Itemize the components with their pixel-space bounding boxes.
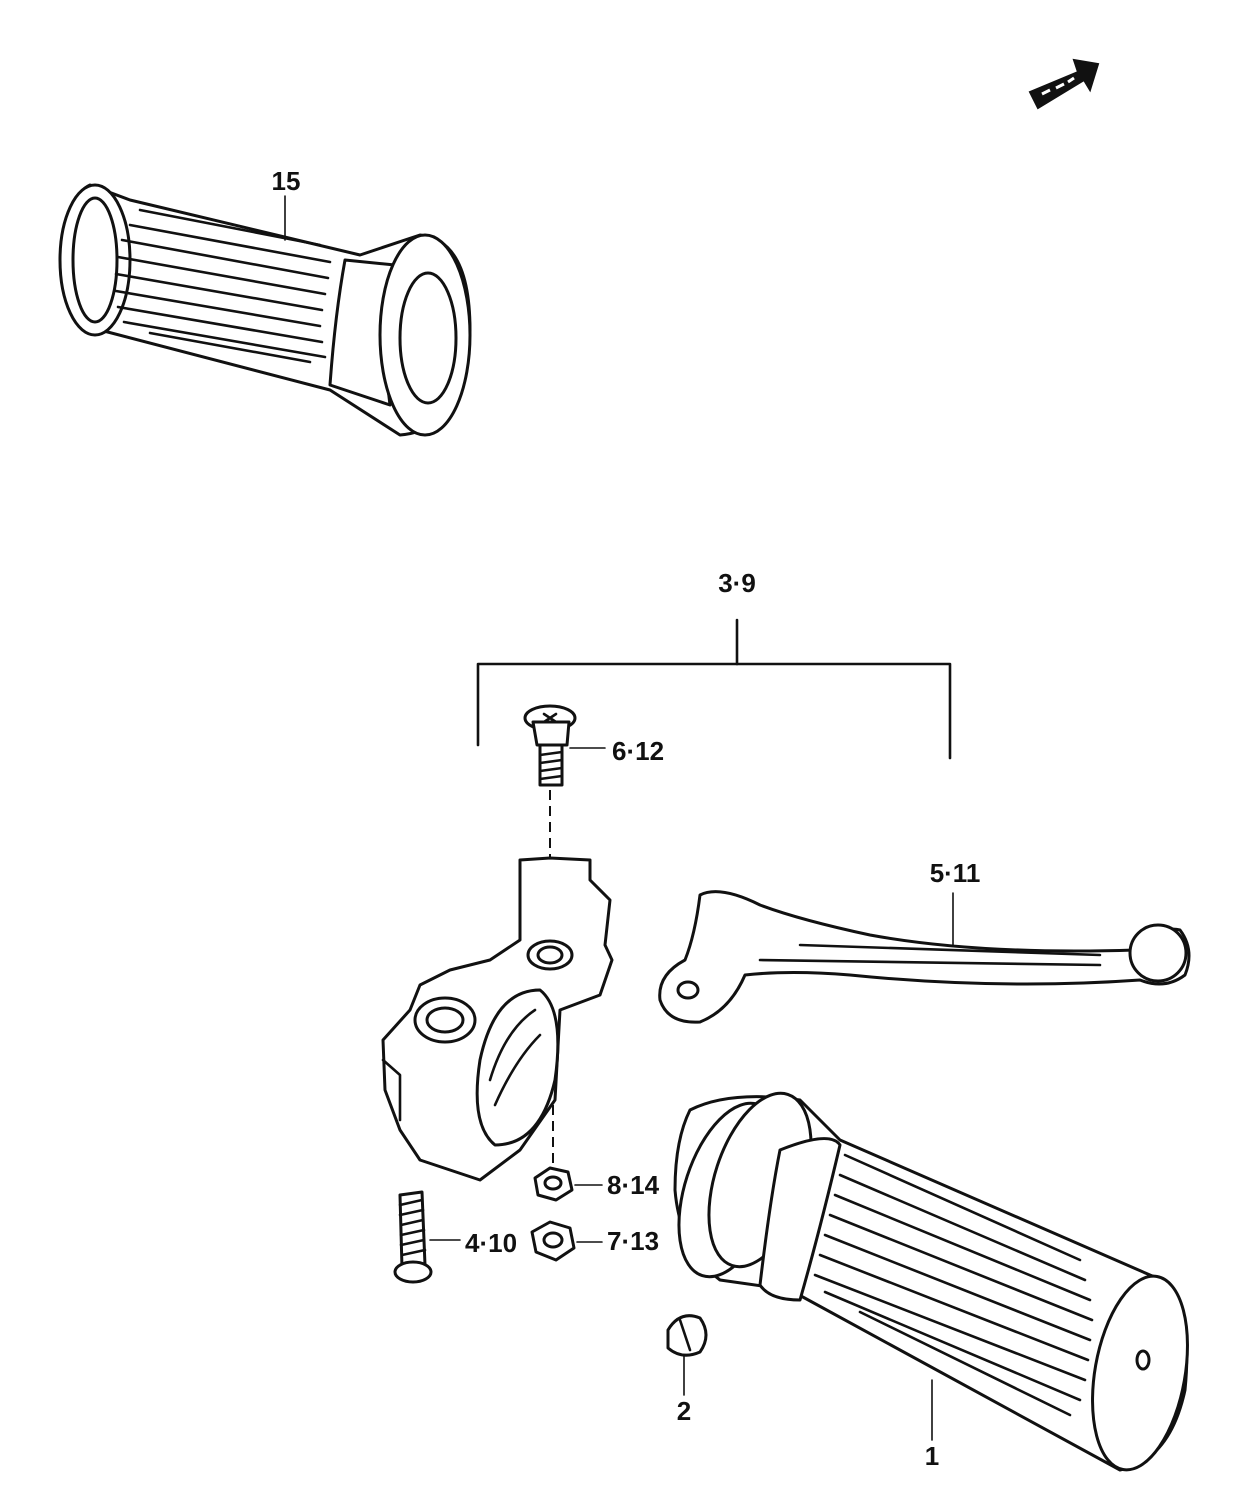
callout-4-10: 4·10 [465, 1228, 517, 1258]
lever-holder [381, 856, 614, 1182]
bolt-part-4-10 [393, 1190, 461, 1284]
pivot-bolt-part-6-12 [523, 704, 606, 787]
callout-8-14: 8·14 [607, 1170, 660, 1200]
callout-labels: 15 3·9 6·12 5·11 8·14 4·10 7·13 2 1 [272, 166, 981, 1471]
callout-2: 2 [677, 1396, 691, 1426]
grip-insert-part-2 [666, 1314, 708, 1396]
nut-part-7-13 [530, 1220, 603, 1262]
callout-1: 1 [925, 1441, 939, 1471]
right-grip-part-1 [673, 1091, 1189, 1472]
callout-5-11: 5·11 [930, 858, 981, 888]
nut-part-8-14 [533, 1166, 603, 1202]
callout-15: 15 [272, 166, 301, 196]
left-grip-part-15 [58, 183, 472, 437]
callout-7-13: 7·13 [607, 1226, 659, 1256]
callout-6-12: 6·12 [612, 736, 664, 766]
front-direction-arrow-icon [1028, 58, 1100, 110]
assembly-bracket-3-9 [476, 618, 952, 760]
callout-3-9: 3·9 [718, 568, 756, 598]
clutch-lever-part-5-11 [658, 890, 1191, 1024]
